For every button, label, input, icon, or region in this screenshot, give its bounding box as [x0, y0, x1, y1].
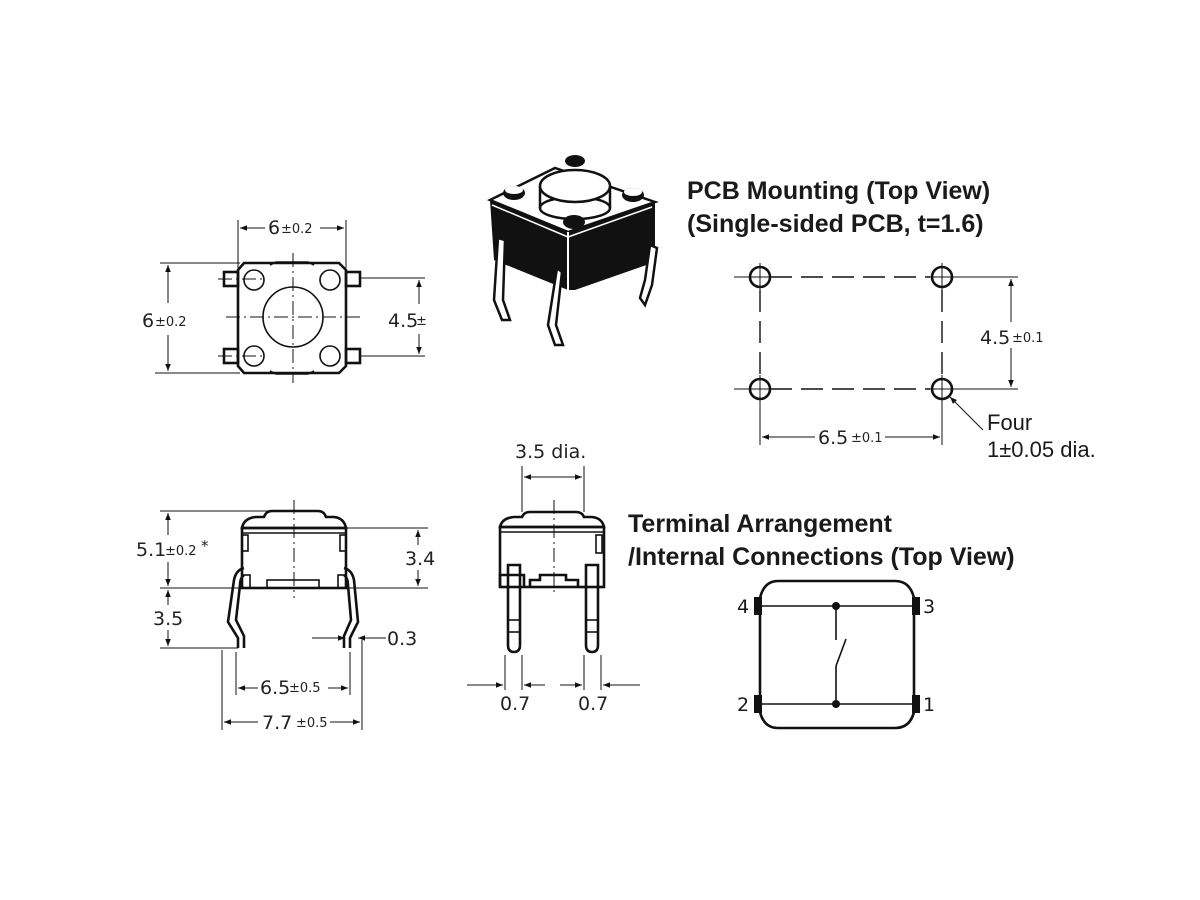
terminal-schematic: [754, 579, 920, 730]
pcb-horiz-tol: ±0.1: [851, 431, 883, 446]
top-view-drawing: [155, 220, 425, 383]
side-lead-pitch-tol: ±0.5: [289, 681, 321, 696]
front-plunger-dim: 3.5 dia.: [515, 441, 586, 463]
top-pitch-tol: ±: [416, 314, 427, 329]
pin-label-4: 4: [737, 596, 749, 618]
top-height-tol: ±0.2: [155, 315, 187, 330]
side-total-height-mark: *: [201, 537, 209, 555]
side-body-height-dim: 3.4: [405, 548, 435, 570]
terminal-4-pad: [754, 597, 762, 615]
front-view-drawing: [467, 466, 640, 690]
top-width-tol: ±0.2: [281, 222, 313, 237]
front-lead-width-right: 0.7: [578, 693, 608, 715]
pcb-vert-tol: ±0.1: [1012, 331, 1044, 346]
pin-label-1: 1: [923, 694, 935, 716]
side-total-height-dim: 5.1: [136, 539, 166, 561]
pcb-mounting-subtitle: (Single-sided PCB, t=1.6): [687, 210, 984, 238]
pin-label-2: 2: [737, 694, 749, 716]
pcb-vert-dim: 4.5: [980, 327, 1010, 349]
side-total-height-tol: ±0.2: [165, 544, 197, 559]
side-lead-pitch-dim: 6.5: [260, 677, 290, 699]
terminal-2-pad: [754, 695, 762, 713]
front-lead-width-left: 0.7: [500, 693, 530, 715]
top-width-dim: 6: [268, 217, 280, 239]
side-overall-width-tol: ±0.5: [296, 716, 328, 731]
side-overall-width-dim: 7.7: [262, 712, 292, 734]
side-lead-thickness-dim: 0.3: [387, 628, 417, 650]
pcb-horiz-dim: 6.5: [818, 427, 848, 449]
side-view-drawing: [160, 500, 428, 730]
hole-note-count: Four: [987, 410, 1032, 435]
terminal-1-pad: [912, 695, 920, 713]
terminal-subtitle: /Internal Connections (Top View): [628, 543, 1015, 571]
side-lead-length-dim: 3.5: [153, 608, 183, 630]
terminal-3-pad: [912, 597, 920, 615]
tactile-switch-isometric-icon: [486, 155, 659, 347]
top-height-dim: 6: [142, 310, 154, 332]
pcb-mounting-title: PCB Mounting (Top View): [687, 177, 990, 205]
pcb-mounting-drawing: [734, 263, 1018, 445]
top-pitch-dim: 4.5: [388, 310, 418, 332]
hole-note-diameter: 1±0.05 dia.: [987, 437, 1096, 462]
pin-label-3: 3: [923, 596, 935, 618]
terminal-title: Terminal Arrangement: [628, 510, 893, 538]
